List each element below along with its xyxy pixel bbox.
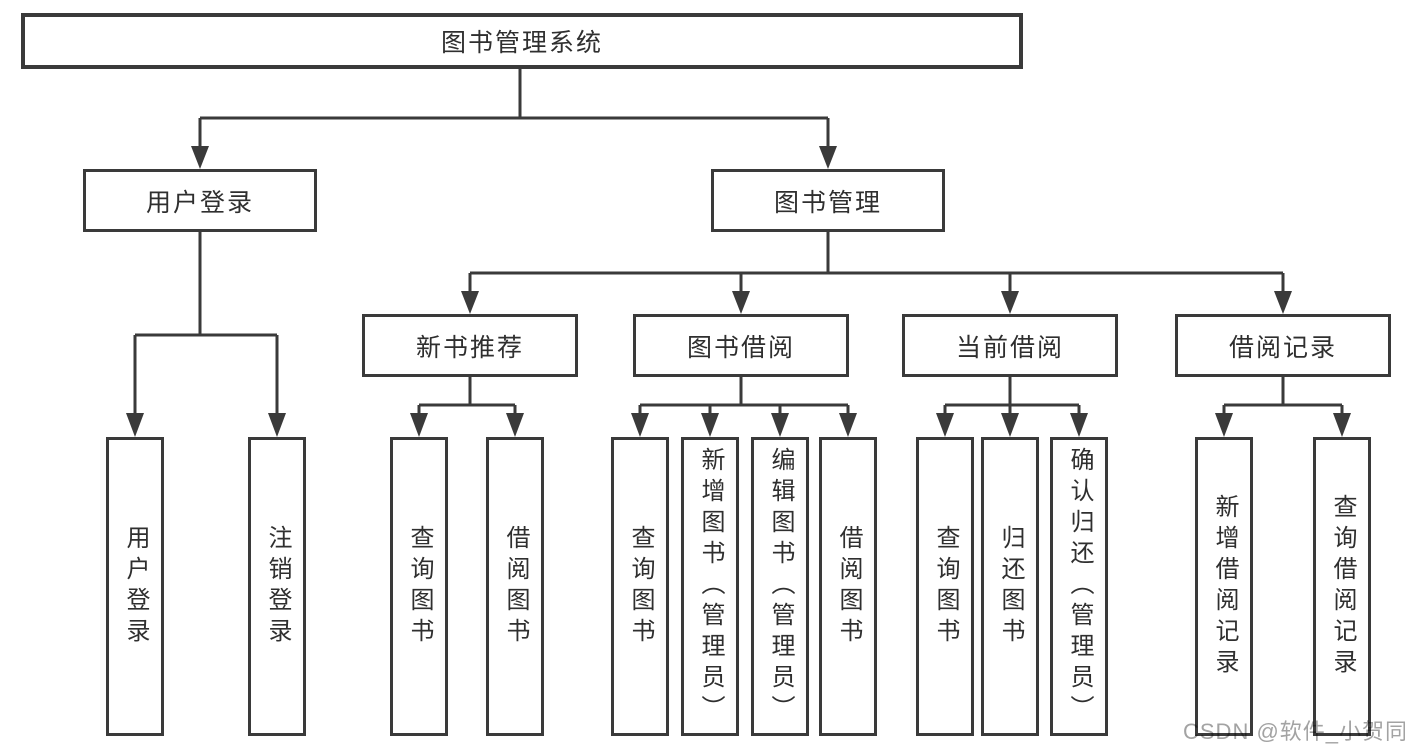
arrowhead-down-icon — [1070, 413, 1088, 437]
arrowhead-down-icon — [410, 413, 428, 437]
connector-borrow-to-leaves — [638, 377, 850, 414]
leaf-label: 确认归还（管理员） — [1066, 447, 1093, 726]
node-new-book-recommendation: 新书推荐 — [362, 314, 578, 377]
leaf-query-books: 查询图书 — [916, 437, 974, 736]
node-user-login: 用户登录 — [83, 169, 317, 232]
leaf-logout: 注销登录 — [248, 437, 306, 736]
node-label: 图书管理 — [773, 188, 882, 217]
leaf-query-books: 查询图书 — [611, 437, 669, 736]
node-label: 当前借阅 — [955, 333, 1064, 362]
connector-book-mgmt-to-level3 — [468, 232, 1285, 292]
arrowhead-down-icon — [506, 413, 524, 437]
leaf-label: 借阅图书 — [502, 524, 529, 649]
arrowhead-down-icon — [268, 413, 286, 437]
leaf-label: 新增借阅记录 — [1211, 493, 1238, 680]
arrowhead-down-icon — [1001, 413, 1019, 437]
leaf-label: 归还图书 — [997, 524, 1024, 649]
node-label: 新书推荐 — [415, 333, 524, 362]
leaf-user-login: 用户登录 — [106, 437, 164, 736]
leaf-label: 注销登录 — [264, 524, 291, 649]
node-label: 图书管理系统 — [440, 29, 603, 57]
leaf-borrow-books: 借阅图书 — [486, 437, 544, 736]
arrowhead-down-icon — [191, 146, 209, 169]
leaf-label: 查询图书 — [932, 524, 959, 649]
arrowhead-down-icon — [819, 146, 837, 169]
arrowhead-down-icon — [461, 291, 479, 314]
node-current-borrowing: 当前借阅 — [902, 314, 1118, 377]
node-label: 借阅记录 — [1228, 333, 1337, 362]
leaf-add-borrow-record: 新增借阅记录 — [1195, 437, 1253, 736]
arrowhead-down-icon — [1333, 413, 1351, 437]
leaf-return-books: 归还图书 — [981, 437, 1039, 736]
connector-current-to-leaves — [943, 377, 1081, 414]
leaf-label: 新增图书（管理员） — [697, 447, 724, 726]
leaf-label: 编辑图书（管理员） — [767, 447, 794, 726]
arrowhead-down-icon — [839, 413, 857, 437]
arrowhead-down-icon — [771, 413, 789, 437]
leaf-label: 查询图书 — [406, 524, 433, 649]
leaf-label: 查询图书 — [627, 524, 654, 649]
leaf-label: 借阅图书 — [835, 524, 862, 649]
arrowhead-down-icon — [1274, 291, 1292, 314]
connector-root-to-level2 — [198, 69, 830, 147]
leaf-add-books-admin: 新增图书（管理员） — [681, 437, 739, 736]
leaf-query-borrow-record: 查询借阅记录 — [1313, 437, 1371, 736]
connector-user-login-to-leaves — [133, 232, 279, 414]
node-label: 用户登录 — [145, 188, 254, 217]
arrowhead-down-icon — [1001, 291, 1019, 314]
leaf-label: 查询借阅记录 — [1329, 493, 1356, 680]
leaf-edit-books-admin: 编辑图书（管理员） — [751, 437, 809, 736]
arrowhead-down-icon — [631, 413, 649, 437]
leaf-query-books: 查询图书 — [390, 437, 448, 736]
connector-new-book-to-leaves — [417, 377, 517, 414]
node-borrowing-records: 借阅记录 — [1175, 314, 1391, 377]
arrowhead-down-icon — [126, 413, 144, 437]
leaf-label: 用户登录 — [122, 524, 149, 649]
connector-records-to-leaves — [1222, 377, 1344, 414]
leaf-confirm-return-admin: 确认归还（管理员） — [1050, 437, 1108, 736]
leaf-borrow-books: 借阅图书 — [819, 437, 877, 736]
node-book-borrowing: 图书借阅 — [633, 314, 849, 377]
node-library-management-system: 图书管理系统 — [21, 13, 1023, 69]
arrowhead-down-icon — [732, 291, 750, 314]
node-book-management: 图书管理 — [711, 169, 945, 232]
node-label: 图书借阅 — [686, 333, 795, 362]
arrowhead-down-icon — [936, 413, 954, 437]
csdn-watermark: CSDN @软件_小贺同学 — [1183, 719, 1405, 744]
arrowhead-down-icon — [701, 413, 719, 437]
arrowhead-down-icon — [1215, 413, 1233, 437]
